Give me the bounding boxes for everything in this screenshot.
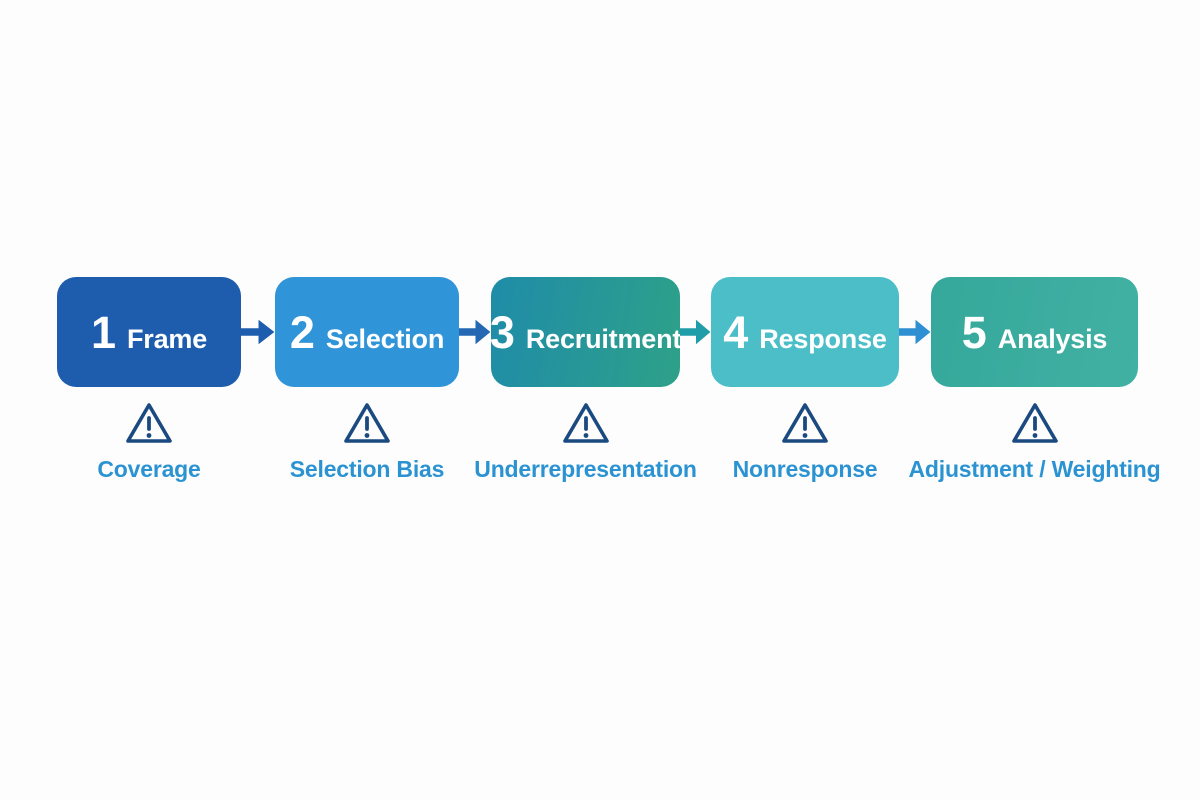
step-analysis: 5 Analysis Adjustment / Weighting xyxy=(909,277,1161,482)
step-number: 1 xyxy=(90,306,116,358)
step-box-analysis: 5 Analysis xyxy=(931,277,1138,387)
step-box-selection: 2 Selection xyxy=(275,277,459,387)
step-box-text: 3 Recruitment xyxy=(489,306,682,358)
flow-arrow-icon xyxy=(680,277,711,387)
risk-label: Coverage xyxy=(97,456,201,482)
risk-label: Adjustment / Weighting xyxy=(908,456,1161,482)
warning-triangle-icon xyxy=(560,400,612,447)
step-box-text: 5 Analysis xyxy=(962,310,1108,355)
step-number: 4 xyxy=(723,306,749,358)
warning-triangle-icon xyxy=(341,400,393,447)
step-box-recruitment: 3 Recruitment xyxy=(489,277,682,387)
step-box-frame: 1 Frame xyxy=(57,277,241,387)
step-box-text: 4 Response xyxy=(723,306,887,358)
step-box-response: 4 Response xyxy=(711,277,899,387)
step-title: Analysis xyxy=(997,323,1108,354)
risk-label: Selection Bias xyxy=(289,456,445,482)
step-response: 4 Response Nonresponse xyxy=(711,277,899,482)
step-title: Frame xyxy=(126,323,208,354)
warning-triangle-icon xyxy=(123,400,175,447)
step-box-text: 2 Selection xyxy=(290,310,444,355)
step-number: 5 xyxy=(961,306,987,358)
step-title: Response xyxy=(759,323,887,354)
survey-pipeline-flow: 1 Frame Coverage 2 xyxy=(57,277,1161,482)
flow-arrow-icon xyxy=(241,277,275,387)
step-frame: 1 Frame Coverage xyxy=(57,277,241,482)
warning-triangle-icon xyxy=(1009,400,1061,447)
risk-label: Underrepresentation xyxy=(474,456,697,482)
risk-label: Nonresponse xyxy=(732,456,878,482)
step-box-text: 1 Frame xyxy=(91,310,207,355)
step-recruitment: 3 Recruitment Underrepresentation xyxy=(474,277,697,482)
step-selection: 2 Selection Selection Bias xyxy=(275,277,459,482)
step-number: 2 xyxy=(289,306,315,358)
step-number: 3 xyxy=(489,306,515,358)
step-title: Selection xyxy=(325,323,445,354)
flow-arrow-icon xyxy=(899,277,931,387)
warning-triangle-icon xyxy=(779,400,831,447)
step-title: Recruitment xyxy=(525,323,682,354)
flow-arrow-icon xyxy=(459,277,491,387)
